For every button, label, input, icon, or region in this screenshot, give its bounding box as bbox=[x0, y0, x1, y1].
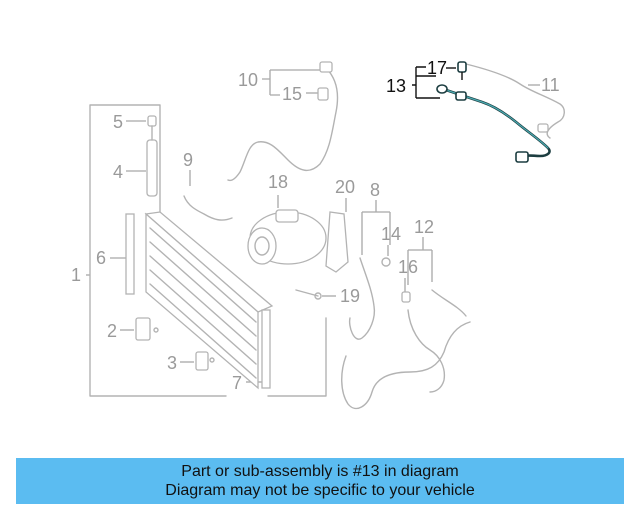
callout-13: 13 bbox=[386, 76, 406, 96]
callout-6: 6 bbox=[96, 248, 106, 268]
condenser-frame bbox=[89, 104, 327, 397]
fitting-15 bbox=[317, 87, 329, 101]
callout-19: 19 bbox=[340, 286, 360, 306]
callout-11: 11 bbox=[541, 75, 560, 95]
callout-12: 12 bbox=[414, 217, 434, 237]
info-banner: Part or sub-assembly is #13 in diagram D… bbox=[16, 458, 624, 504]
banner-line-2: Diagram may not be specific to your vehi… bbox=[165, 482, 475, 499]
fitting-10 bbox=[319, 61, 333, 73]
callout-10: 10 bbox=[238, 70, 258, 90]
callout-3: 3 bbox=[167, 353, 177, 373]
line-12 bbox=[407, 289, 467, 393]
callout-5: 5 bbox=[113, 112, 123, 132]
highlight-leaders bbox=[412, 66, 456, 99]
callout-2: 2 bbox=[107, 321, 117, 341]
bracket-20 bbox=[325, 211, 349, 273]
condenser-core bbox=[125, 211, 274, 390]
callout-18: 18 bbox=[268, 172, 288, 192]
fitting-17 bbox=[457, 61, 467, 80]
callout-7: 7 bbox=[232, 373, 242, 393]
callout-14: 14 bbox=[381, 224, 401, 244]
banner-line-1: Part or sub-assembly is #13 in diagram bbox=[181, 463, 459, 480]
callout-15: 15 bbox=[282, 84, 302, 104]
leader-lines bbox=[86, 69, 540, 383]
line-10 bbox=[227, 67, 339, 182]
line-11 bbox=[465, 63, 565, 139]
brackets bbox=[135, 317, 215, 371]
hose-assembly-13 bbox=[436, 84, 551, 163]
compressor bbox=[247, 209, 327, 265]
hose-9 bbox=[183, 195, 233, 221]
bolt-19 bbox=[295, 289, 319, 297]
callout-17: 17 bbox=[427, 58, 447, 78]
receiver-drier bbox=[146, 115, 158, 197]
callout-4: 4 bbox=[113, 162, 123, 182]
line-8 bbox=[348, 257, 376, 340]
callout-9: 9 bbox=[183, 150, 193, 170]
callout-8: 8 bbox=[370, 180, 380, 200]
callout-20: 20 bbox=[335, 177, 355, 197]
callout-1: 1 bbox=[71, 265, 81, 285]
parts-diagram: 1 2 3 4 5 6 7 8 9 10 11 12 13 14 15 16 1… bbox=[71, 58, 565, 410]
